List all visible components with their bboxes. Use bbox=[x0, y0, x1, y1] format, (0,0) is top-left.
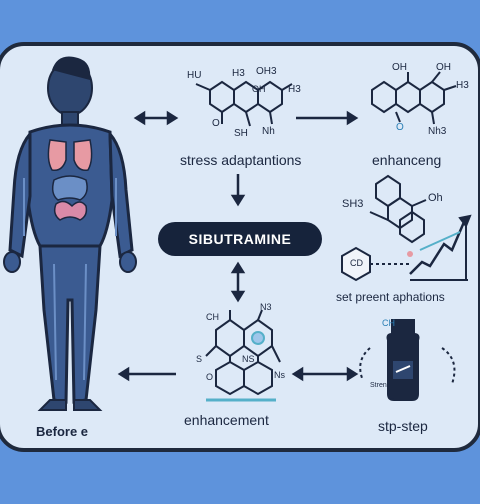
left-hand bbox=[3, 251, 21, 273]
growth-chart bbox=[341, 214, 472, 282]
veins bbox=[23, 178, 117, 381]
label-step: stp-step bbox=[378, 418, 428, 434]
molecule-right-middle bbox=[369, 174, 427, 244]
stomach bbox=[51, 175, 88, 201]
mol1-label-f: SH bbox=[234, 128, 248, 139]
molecule-top-center bbox=[195, 80, 293, 127]
mol2-label-c: H3 bbox=[456, 80, 469, 91]
right-lung bbox=[73, 139, 93, 172]
label-before: Before e bbox=[36, 424, 89, 439]
bottle-side-label: Stren bbox=[370, 382, 387, 389]
mol1-label-c: H3 bbox=[232, 68, 245, 79]
mol4-label-d: NS bbox=[242, 354, 255, 364]
mol4-label-b: S bbox=[196, 354, 203, 364]
human-figure bbox=[3, 56, 137, 411]
mol1-label-a: HU bbox=[187, 70, 202, 81]
title-badge: SIBUTRAMINE bbox=[158, 222, 322, 256]
mol4-label-f: CH bbox=[206, 312, 219, 322]
label-set-present: set preent aphations bbox=[336, 290, 445, 304]
mol1-label-e: OH bbox=[252, 84, 266, 94]
right-foot bbox=[73, 399, 103, 411]
molecule-bottom-center bbox=[205, 309, 281, 396]
mol1-label-d: H3 bbox=[288, 84, 301, 95]
mol1-label-g: Nh bbox=[262, 126, 275, 137]
left-arm bbox=[8, 130, 32, 259]
label-enhancing: enhanceng bbox=[372, 152, 442, 168]
mol2-label-e: Nh3 bbox=[428, 126, 447, 137]
left-foot bbox=[37, 399, 67, 411]
mol4-label-e: O bbox=[206, 372, 214, 382]
mol2-label-d: O bbox=[396, 122, 404, 133]
mol1-label-h: O bbox=[212, 118, 220, 129]
right-arm bbox=[108, 129, 134, 259]
mol3-label-b: Oh bbox=[428, 192, 443, 204]
red-dot bbox=[407, 251, 413, 257]
label-enhancement: enhancement bbox=[184, 412, 269, 428]
arrows bbox=[117, 110, 359, 382]
mol1-label-b: OH3 bbox=[256, 66, 277, 77]
right-hand bbox=[119, 251, 137, 273]
blue-bubble bbox=[251, 331, 265, 345]
label-stress-adaptations: stress adaptantions bbox=[180, 152, 302, 168]
mol2-label-b: OH bbox=[436, 62, 451, 73]
molecule-top-right bbox=[371, 71, 457, 125]
bottle-label: CH bbox=[382, 318, 395, 328]
mol4-label-c: Ns bbox=[274, 370, 285, 380]
hair bbox=[52, 56, 91, 80]
bottle-group bbox=[359, 319, 456, 401]
legs bbox=[38, 244, 102, 404]
left-lung bbox=[47, 139, 67, 172]
mol4-label-a: N3 bbox=[260, 302, 272, 312]
mol3-label-a: SH3 bbox=[342, 198, 364, 210]
intestines bbox=[53, 200, 88, 221]
mol3-label-c: CD bbox=[350, 258, 363, 268]
mol2-label-a: OH bbox=[392, 62, 407, 73]
